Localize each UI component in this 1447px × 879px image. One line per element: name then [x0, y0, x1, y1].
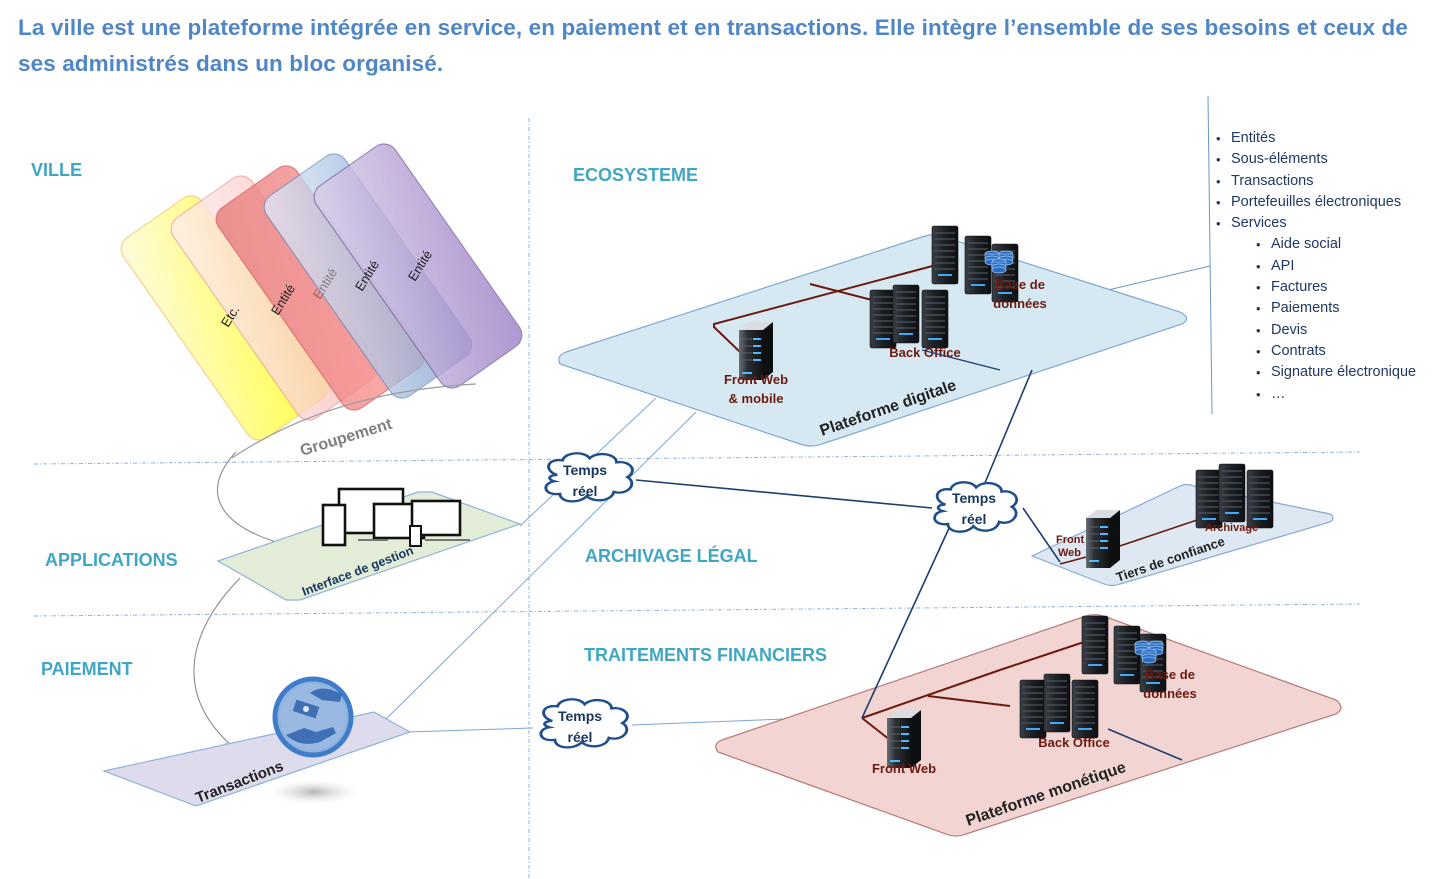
database-label-2: données	[993, 296, 1046, 311]
service-item: Factures	[1254, 277, 1416, 299]
cloud-1-label-2: réel	[573, 483, 598, 499]
service-item: Contrats	[1254, 341, 1416, 363]
service-item: Aide social	[1254, 234, 1416, 256]
front-web-label-1: Front	[1056, 534, 1084, 546]
realtime-links	[635, 349, 1061, 719]
service-item: Devis	[1254, 320, 1416, 342]
feature-item: Entités	[1214, 128, 1416, 150]
back-office-server-icon	[1019, 673, 1099, 739]
cloud-2-label-2: réel	[962, 511, 987, 527]
divider-paiement-top	[33, 603, 1361, 617]
groupement-arc	[231, 383, 477, 459]
feature-item: Sous-éléments	[1214, 149, 1416, 171]
headline: La ville est une plateforme intégrée en …	[18, 15, 1408, 76]
back-office-label: Back Office	[1038, 735, 1110, 750]
feature-item: Transactions	[1214, 171, 1416, 193]
back-office-server-icon	[869, 284, 949, 349]
front-web-server-icon	[886, 709, 922, 769]
card-entite-4	[313, 143, 523, 389]
arrow-ville-to-applications	[217, 451, 301, 549]
archivage-label: Archivage	[1205, 522, 1258, 534]
feature-list-connector	[1107, 265, 1211, 291]
section-dividers	[33, 118, 1361, 879]
front-web-mobile-label-1: Front Web	[724, 372, 788, 387]
devices-icon	[321, 487, 470, 547]
zone-label-paiement: PAIEMENT	[41, 659, 133, 679]
zone-label-traitements-financiers: TRAITEMENTS FINANCIERS	[584, 645, 827, 665]
cloud-3-label-1: Temps	[558, 708, 602, 724]
front-web-mobile-label-2: & mobile	[729, 391, 784, 406]
front-web-label: Front Web	[872, 761, 936, 776]
arrow-applications-to-paiement	[193, 577, 241, 747]
divider-applications-top	[33, 451, 1361, 465]
tiers-de-confiance[interactable]: Front Web Archivage Tiers de confiance	[1030, 463, 1334, 587]
archive-server-icon	[1195, 463, 1274, 529]
groupement-label: Groupement	[298, 416, 395, 460]
cloud-3-label-2: réel	[568, 729, 593, 745]
zone-label-archivage-legal: ARCHIVAGE LÉGAL	[585, 546, 758, 566]
plateforme-digitale[interactable]: Front Web & mobile Back Office Base de d…	[558, 225, 1188, 447]
zone-label-ville: VILLE	[31, 160, 83, 180]
service-item: API	[1254, 256, 1416, 278]
feature-item: Portefeuilles électroniques	[1214, 192, 1416, 214]
database-label-2: données	[1143, 686, 1196, 701]
database-label-1: Base de	[1145, 667, 1195, 682]
feature-list: Entités Sous-éléments Transactions Porte…	[1214, 128, 1416, 405]
feature-list-bracket	[1207, 95, 1213, 415]
hand-money-icon	[272, 676, 354, 758]
applications-panel[interactable]: Interface de gestion	[216, 487, 522, 601]
feature-item: Services	[1214, 213, 1416, 235]
database-label-1: Base de	[995, 277, 1045, 292]
service-item: …	[1254, 384, 1416, 406]
zone-label-ecosysteme: ECOSYSTEME	[573, 165, 699, 185]
zone-label-applications: APPLICATIONS	[45, 550, 178, 570]
service-item: Signature électronique	[1254, 362, 1416, 384]
transactions-panel[interactable]: Transactions	[101, 676, 412, 807]
front-web-label-2: Web	[1058, 547, 1081, 559]
ville-entity-cards: Etc. Entité Entité Entité Entité Groupem…	[120, 143, 523, 460]
cloud-2-label-1: Temps	[952, 490, 996, 506]
service-item: Paiements	[1254, 298, 1416, 320]
front-web-server-icon	[1085, 509, 1121, 569]
back-office-label: Back Office	[889, 345, 961, 360]
cloud-1-label-1: Temps	[563, 462, 607, 478]
